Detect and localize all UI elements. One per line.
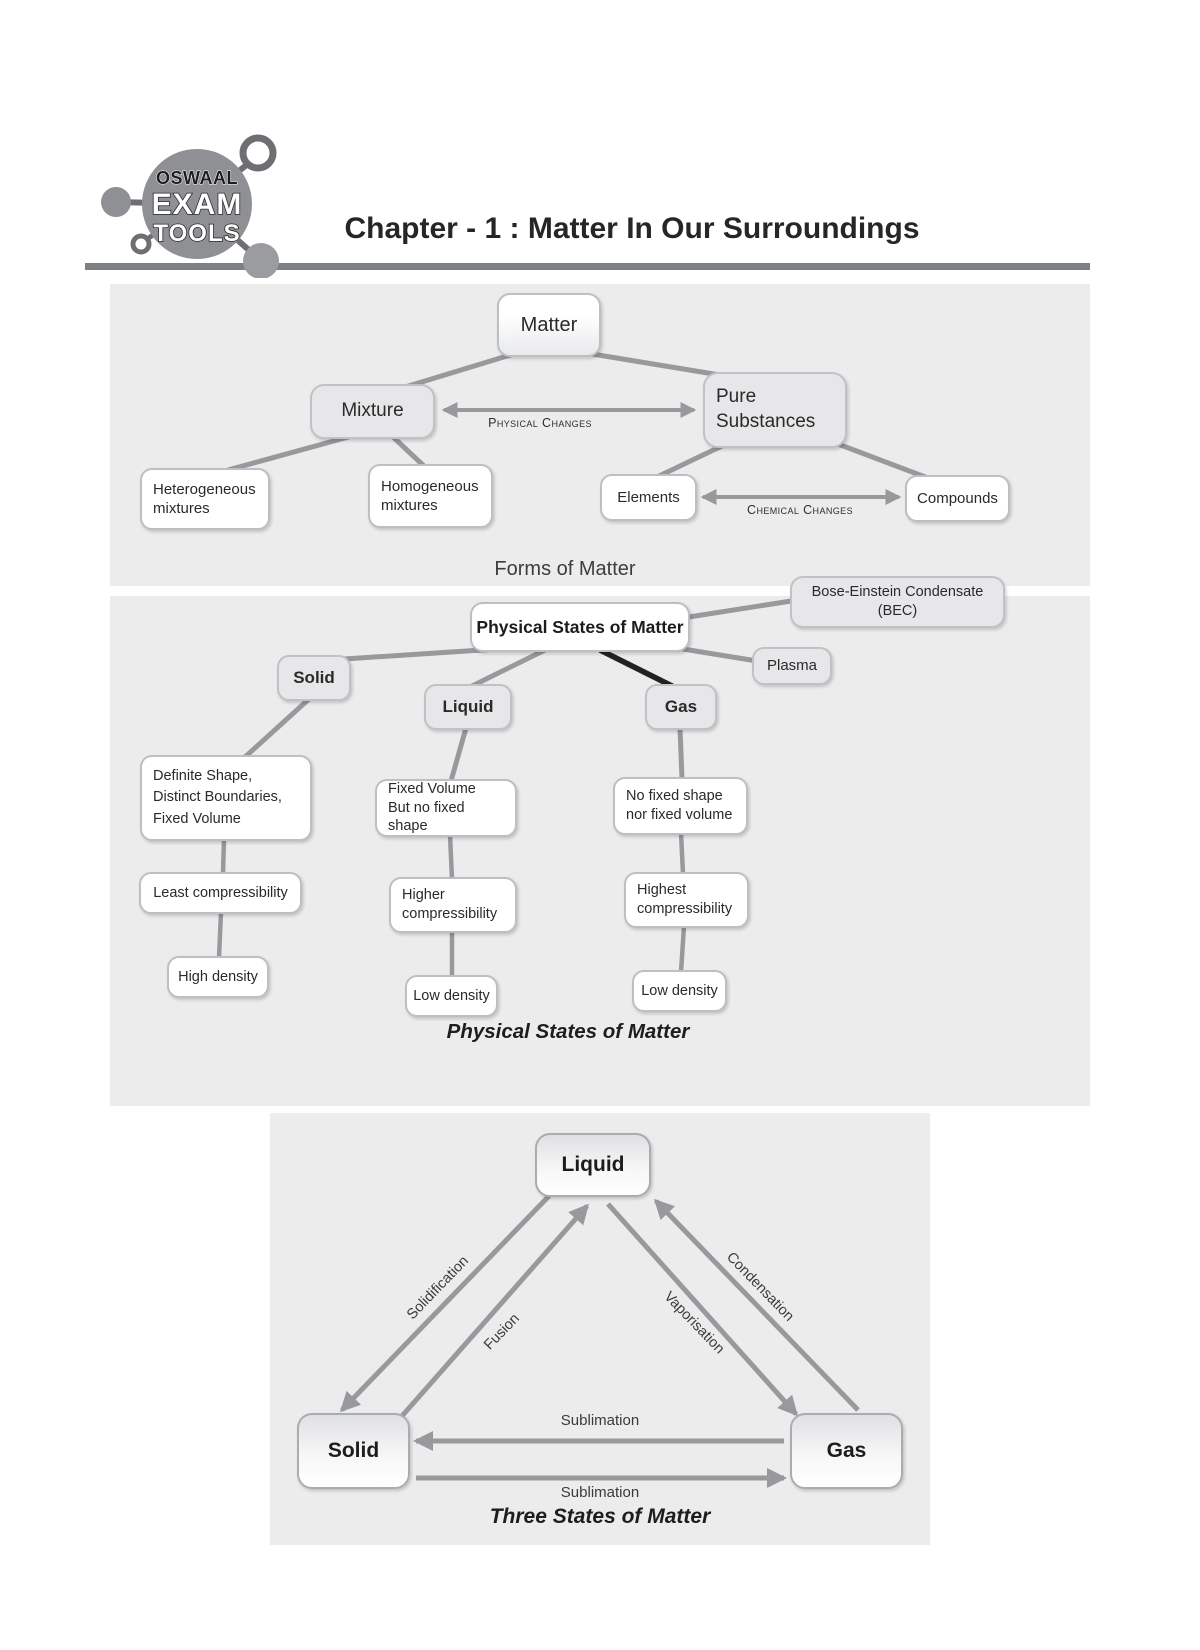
- physical-states-heading-label: Physical States of Matter: [476, 616, 684, 637]
- logo-brand: OSWAAL: [156, 168, 238, 188]
- sublimation-bottom-label: Sublimation: [560, 1484, 640, 1501]
- node-compounds: Compounds: [905, 475, 1010, 522]
- logo-exam: EXAM: [152, 188, 243, 221]
- three-states-caption: Three States of Matter: [489, 1505, 711, 1528]
- node-elements-label: Elements: [617, 488, 680, 506]
- page-title: Chapter - 1 : Matter In Our Surroundings: [344, 212, 920, 245]
- physical-changes-label: Physical Changes: [488, 416, 592, 430]
- node-liquid-state: Liquid: [424, 684, 512, 730]
- logo-circle: [142, 149, 252, 259]
- highest-compressibility-label: Highest compressibility: [637, 882, 733, 917]
- bec-line1: Bose-Einstein Condensate: [811, 584, 984, 601]
- liquid-prop-line: Fixed Volume: [388, 780, 476, 797]
- node-bec: Bose-Einstein Condensate (BEC): [790, 576, 1005, 628]
- solid-prop-line: Definite Shape,: [153, 768, 253, 785]
- node-pure-substances-label: Pure Substances: [716, 386, 816, 432]
- node-liquid-properties: Fixed Volume But no fixed shape: [375, 779, 517, 837]
- solid-prop-line: Distinct Boundaries,: [153, 789, 282, 806]
- low-density-gas-label: Low density: [641, 982, 718, 999]
- node-mixture: Mixture: [310, 384, 435, 439]
- node-highest-compressibility: Highest compressibility: [624, 872, 749, 928]
- liquid-state-label: Liquid: [442, 696, 494, 716]
- low-density-liquid-label: Low density: [413, 987, 490, 1004]
- node-least-compressibility: Least compressibility: [139, 872, 302, 914]
- node-compounds-label: Compounds: [917, 489, 998, 507]
- node-mixture-label: Mixture: [341, 400, 404, 422]
- node-matter-label: Matter: [520, 314, 578, 336]
- logo-ring-top-icon: [239, 134, 277, 172]
- gas-three-label: Gas: [826, 1439, 867, 1463]
- node-low-density-liquid: Low density: [405, 975, 498, 1017]
- node-plasma: Plasma: [752, 647, 832, 685]
- node-gas-state: Gas: [645, 684, 717, 730]
- node-gas-properties: No fixed shape nor fixed volume: [613, 777, 748, 835]
- liquid-three-label: Liquid: [561, 1153, 625, 1177]
- high-density-label: High density: [178, 968, 258, 985]
- forms-of-matter-caption: Forms of Matter: [494, 558, 636, 580]
- plasma-label: Plasma: [766, 657, 818, 675]
- logo-dot-left-icon: [101, 187, 131, 217]
- oswaal-logo: OSWAAL EXAM TOOLS: [101, 134, 279, 278]
- physical-states-caption: Physical States of Matter: [446, 1020, 690, 1043]
- node-high-density: High density: [167, 956, 269, 998]
- node-solid-state: Solid: [277, 655, 351, 701]
- node-homogeneous: Homogeneous mixtures: [368, 464, 493, 528]
- node-solid-properties: Definite Shape, Distinct Boundaries, Fix…: [140, 755, 312, 841]
- higher-compressibility-label: Higher compressibility: [402, 887, 498, 922]
- node-physical-states-heading: Physical States of Matter: [470, 602, 690, 652]
- least-compressibility-label: Least compressibility: [153, 884, 288, 901]
- node-higher-compressibility: Higher compressibility: [389, 877, 517, 933]
- node-low-density-gas: Low density: [632, 970, 727, 1012]
- solid-three-label: Solid: [327, 1439, 380, 1463]
- logo-dot-bottom-icon: [243, 243, 279, 278]
- chemical-changes-label: Chemical Changes: [747, 503, 853, 517]
- node-heterogeneous-label: Heterogeneous mixtures: [153, 480, 256, 518]
- gas-prop-line: nor fixed volume: [626, 807, 733, 823]
- node-liquid-three: Liquid: [535, 1133, 651, 1197]
- node-solid-three: Solid: [297, 1413, 410, 1489]
- solid-prop-line: Fixed Volume: [153, 810, 241, 827]
- node-pure-substances: Pure Substances: [703, 372, 847, 448]
- title-divider: [85, 263, 1090, 270]
- gas-state-label: Gas: [664, 696, 698, 716]
- logo-tools: TOOLS: [153, 220, 240, 247]
- gas-prop-line: No fixed shape: [626, 788, 723, 805]
- node-matter: Matter: [497, 293, 601, 357]
- node-gas-three: Gas: [790, 1413, 903, 1489]
- liquid-prop-line: But no fixed shape: [388, 799, 465, 835]
- sublimation-top-label: Sublimation: [560, 1412, 640, 1429]
- bec-line2: (BEC): [877, 603, 918, 619]
- node-elements: Elements: [600, 474, 697, 521]
- node-homogeneous-label: Homogeneous mixtures: [381, 477, 479, 515]
- logo-ring-small-icon: [130, 233, 152, 255]
- node-heterogeneous: Heterogeneous mixtures: [140, 468, 270, 530]
- solid-state-label: Solid: [293, 667, 335, 687]
